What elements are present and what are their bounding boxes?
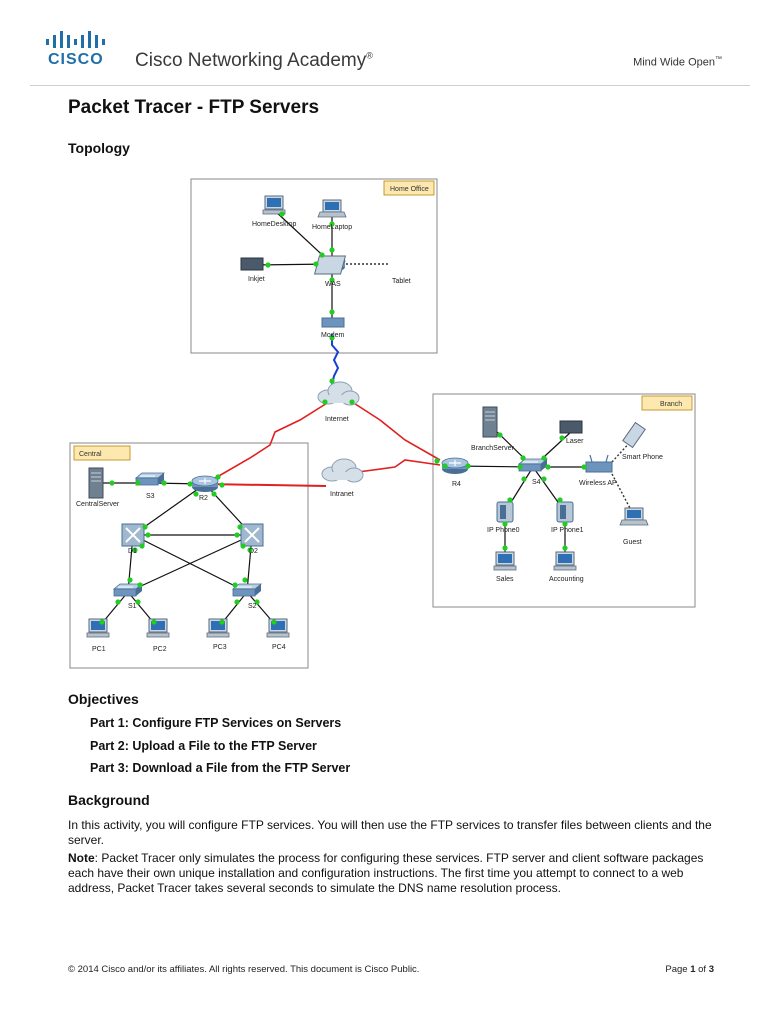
objective-part-2: Part 2: Upload a File to the FTP Server xyxy=(90,739,317,753)
background-heading: Background xyxy=(68,792,150,808)
objective-part-1: Part 1: Configure FTP Services on Server… xyxy=(90,716,342,730)
home-office-area xyxy=(190,178,438,354)
objective-part-3: Part 3: Download a File from the FTP Ser… xyxy=(90,761,351,775)
cisco-logo-bars-icon xyxy=(46,31,105,48)
label-pc4: PC4 xyxy=(272,644,286,651)
label-ip-phone0: IP Phone0 xyxy=(487,527,520,534)
topology-heading: Topology xyxy=(68,140,130,156)
label-d2: D2 xyxy=(249,548,258,555)
label-pc1: PC1 xyxy=(92,646,106,653)
label-central-server: CentralServer xyxy=(76,501,120,508)
label-tablet: Tablet xyxy=(392,278,411,285)
label-guest: Guest xyxy=(623,539,642,546)
label-pc3: PC3 xyxy=(213,644,227,651)
label-home-laptop: HomeLaptop xyxy=(312,224,352,231)
page-title: Packet Tracer - FTP Servers xyxy=(68,97,320,118)
cisco-logo-text: CISCO xyxy=(48,51,104,68)
label-r4: R4 xyxy=(452,481,461,488)
topology-diagram: Home Office Central Branch xyxy=(69,178,696,669)
label-modem: Modem xyxy=(321,332,345,339)
academy-name: Cisco Networking Academy® xyxy=(135,50,373,71)
background-paragraph: In this activity, you will configure FTP… xyxy=(68,818,712,847)
label-s1: S1 xyxy=(128,603,137,610)
label-laser: Laser xyxy=(566,438,584,445)
label-smart-phone: Smart Phone xyxy=(622,454,663,461)
label-home-desktop: HomeDesktop xyxy=(252,221,296,228)
central-label: Central xyxy=(79,451,102,458)
footer-copyright: © 2014 Cisco and/or its affiliates. All … xyxy=(68,964,420,975)
label-s3: S3 xyxy=(146,493,155,500)
branch-label: Branch xyxy=(660,401,682,408)
footer-page-number: Page 1 of 3 xyxy=(665,964,714,975)
label-accounting: Accounting xyxy=(549,576,584,583)
objectives-heading: Objectives xyxy=(68,691,139,707)
background-note: Note: Packet Tracer only simulates the p… xyxy=(68,851,728,896)
label-s2: S2 xyxy=(248,603,257,610)
tagline: Mind Wide Open™ xyxy=(633,56,722,69)
central-area xyxy=(69,442,309,669)
label-was: WAS xyxy=(325,281,341,288)
label-inkjet: Inkjet xyxy=(248,276,265,283)
label-pc2: PC2 xyxy=(153,646,167,653)
label-s4: S4 xyxy=(532,479,541,486)
label-sales: Sales xyxy=(496,576,514,583)
page-header: CISCO Cisco Networking Academy® Mind Wid… xyxy=(0,0,768,90)
header-divider xyxy=(30,85,750,86)
label-internet: Internet xyxy=(325,416,349,423)
label-wireless-ap: Wireless AP xyxy=(579,480,617,487)
label-r2: R2 xyxy=(199,495,208,502)
home-office-label: Home Office xyxy=(390,186,429,193)
label-intranet: Intranet xyxy=(330,491,354,498)
label-branch-server: BranchServer xyxy=(471,445,514,452)
note-label: Note xyxy=(68,851,95,865)
label-d1: D1 xyxy=(128,548,137,555)
label-ip-phone1: IP Phone1 xyxy=(551,527,584,534)
note-text: : Packet Tracer only simulates the proce… xyxy=(68,851,704,895)
